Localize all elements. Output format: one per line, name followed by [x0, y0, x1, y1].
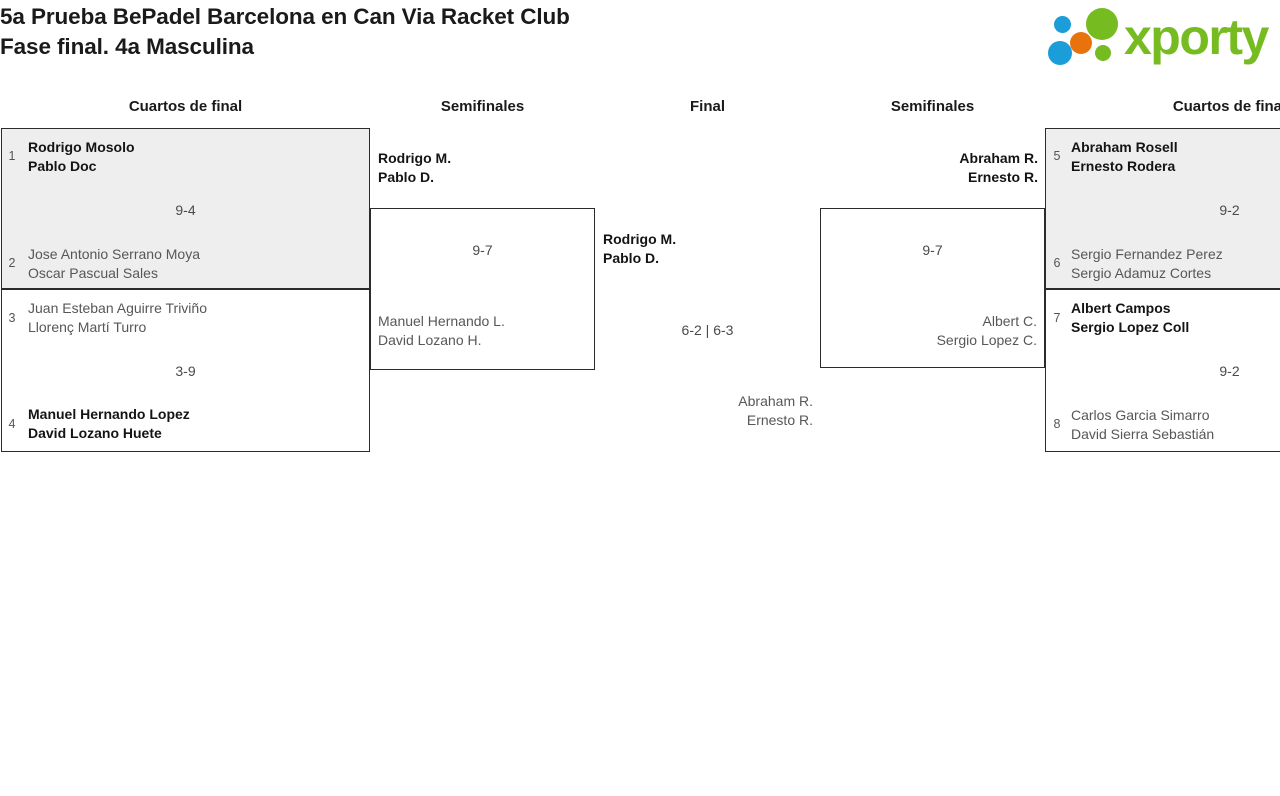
match-score: 9-4 [175, 202, 196, 218]
team-name: David Sierra Sebastián [1071, 426, 1215, 442]
team-name: Albert C. [982, 313, 1037, 329]
team-name: Rodrigo M. [603, 231, 677, 247]
team-name: Sergio Adamuz Cortes [1071, 265, 1212, 281]
xporty-logo[interactable]: xporty [1048, 4, 1280, 70]
team-name: Abraham R. [959, 150, 1038, 166]
team-name: Rodrigo Mosolo [28, 139, 135, 155]
round-header-qf-right: Cuartos de final [1172, 98, 1280, 115]
logo-wordmark: xporty [1124, 9, 1269, 65]
team-name: Sergio Lopez Coll [1071, 319, 1190, 335]
team-name: Ernesto R. [746, 412, 813, 428]
seed-number: 7 [1053, 311, 1061, 325]
seed-number: 5 [1053, 149, 1061, 163]
match-score-final: 6-2 | 6-3 [681, 322, 734, 338]
seed-number: 2 [8, 256, 16, 270]
seed-number: 3 [8, 311, 16, 325]
match-box-qf1[interactable]: 1 Rodrigo Mosolo Pablo Doc 9-4 2 Jose An… [1, 128, 370, 289]
page-title: 5a Prueba BePadel Barcelona en Can Via R… [0, 4, 570, 59]
match-box-sf2[interactable]: 9-7 Albert C. Sergio Lopez C. [820, 208, 1045, 368]
round-header-final: Final [689, 98, 725, 115]
seed-number: 8 [1053, 417, 1061, 431]
team-name: Sergio Fernandez Perez [1071, 246, 1223, 262]
team-name: Rodrigo M. [378, 150, 452, 166]
team-name: Pablo D. [378, 169, 435, 185]
team-name: Oscar Pascual Sales [28, 265, 158, 281]
round-header-qf-left: Cuartos de final [128, 98, 243, 115]
team-name: Manuel Hernando L. [378, 313, 505, 329]
seed-number: 4 [8, 417, 16, 431]
team-name: Ernesto R. [967, 169, 1038, 185]
team-name: Sergio Lopez C. [936, 332, 1037, 348]
match-score: 9-2 [1219, 363, 1240, 379]
team-name: Ernesto Rodera [1071, 158, 1176, 174]
team-name: Carlos Garcia Simarro [1071, 407, 1210, 423]
team-name: Juan Esteban Aguirre Triviño [28, 300, 207, 316]
match-score: 9-7 [472, 242, 493, 258]
team-name: Albert Campos [1071, 300, 1171, 316]
match-score: 3-9 [175, 363, 196, 379]
match-box-qf2[interactable]: 3 Juan Esteban Aguirre Triviño Llorenç M… [1, 289, 370, 452]
logo-dots-icon [1048, 6, 1126, 68]
team-name: Jose Antonio Serrano Moya [28, 246, 200, 262]
team-name: David Lozano H. [378, 332, 482, 348]
match-box-qf4[interactable]: 7 Albert Campos Sergio Lopez Coll 9-2 8 … [1045, 289, 1280, 452]
match-score: 9-7 [922, 242, 943, 258]
round-header-sf-right: Semifinales [890, 98, 975, 115]
team-name: Abraham Rosell [1071, 139, 1178, 155]
seed-number: 6 [1053, 256, 1061, 270]
team-name: Abraham R. [738, 393, 813, 409]
team-name: Manuel Hernando Lopez [28, 406, 190, 422]
match-box-sf1[interactable]: 9-7 Manuel Hernando L. David Lozano H. [370, 208, 595, 370]
match-score: 9-2 [1219, 202, 1240, 218]
team-name: Pablo Doc [28, 158, 97, 174]
team-name: Pablo D. [603, 250, 660, 266]
team-name: David Lozano Huete [28, 425, 162, 441]
seed-number: 1 [8, 149, 16, 163]
match-box-qf3[interactable]: 5 Abraham Rosell Ernesto Rodera 9-2 6 Se… [1045, 128, 1280, 289]
team-name: Llorenç Martí Turro [28, 319, 147, 335]
round-header-sf-left: Semifinales [440, 98, 525, 115]
